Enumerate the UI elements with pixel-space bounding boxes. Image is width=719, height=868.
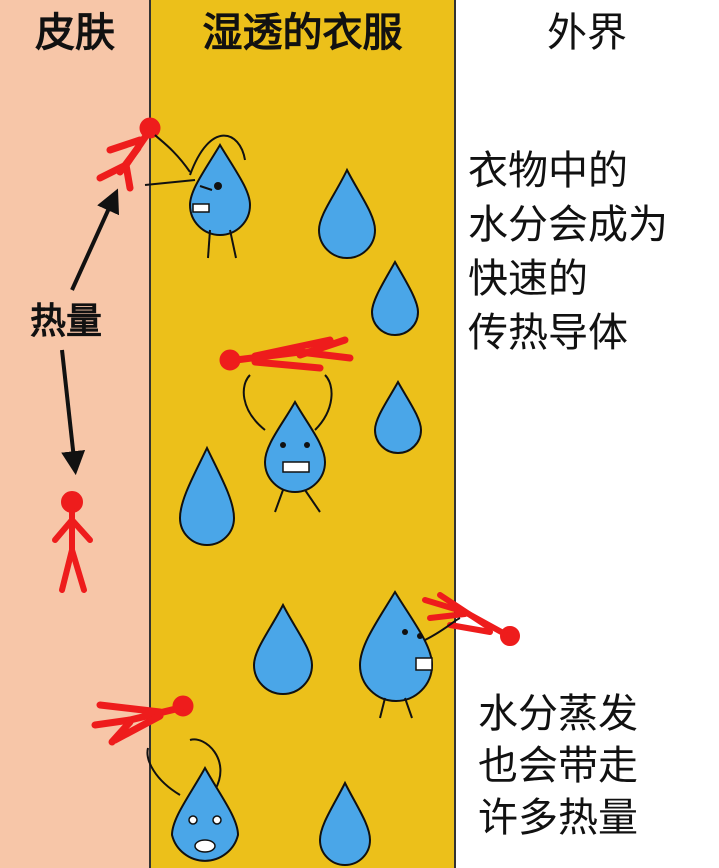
heat-arrow-up <box>70 188 120 291</box>
column-title-outside: 外界 <box>547 10 627 56</box>
water-droplet-icon <box>373 379 423 454</box>
caption-line: 传热导体 <box>468 310 628 356</box>
heat-arrow-down <box>60 349 86 476</box>
droplet-character-icon <box>358 590 461 719</box>
droplet-character-icon <box>242 374 333 513</box>
water-droplet-icon <box>178 445 236 546</box>
caption-line: 水分会成为 <box>468 202 668 248</box>
heat-stick-figure-icon <box>96 117 161 192</box>
water-droplet-icon <box>317 167 377 259</box>
water-droplet-icon <box>318 780 372 866</box>
heat-stick-figure-icon <box>219 336 354 372</box>
skin-column <box>0 0 150 868</box>
water-droplet-icon <box>252 602 314 695</box>
caption-line: 也会带走 <box>478 743 638 789</box>
caption-line: 快速的 <box>468 256 588 302</box>
caption-line: 水分蒸发 <box>478 691 638 737</box>
droplet-character-icon <box>146 738 240 862</box>
droplet-character-icon <box>144 134 252 259</box>
heat-stick-figure-icon <box>52 491 93 593</box>
heat-stick-figure-icon <box>91 695 194 746</box>
caption-conduction: 衣物中的 水分会成为 快速的 传热导体 <box>468 144 668 360</box>
caption-line: 许多热量 <box>478 795 638 841</box>
heat-stick-figure-icon <box>422 592 520 646</box>
outside-column <box>455 0 719 868</box>
column-title-skin: 皮肤 <box>35 10 115 56</box>
water-droplet-icon <box>370 259 420 336</box>
caption-evaporation: 水分蒸发 也会带走 许多热量 <box>478 688 638 844</box>
heat-label: 热量 <box>30 300 103 344</box>
caption-line: 衣物中的 <box>468 148 628 194</box>
column-title-wet-clothes: 湿透的衣服 <box>202 10 403 56</box>
